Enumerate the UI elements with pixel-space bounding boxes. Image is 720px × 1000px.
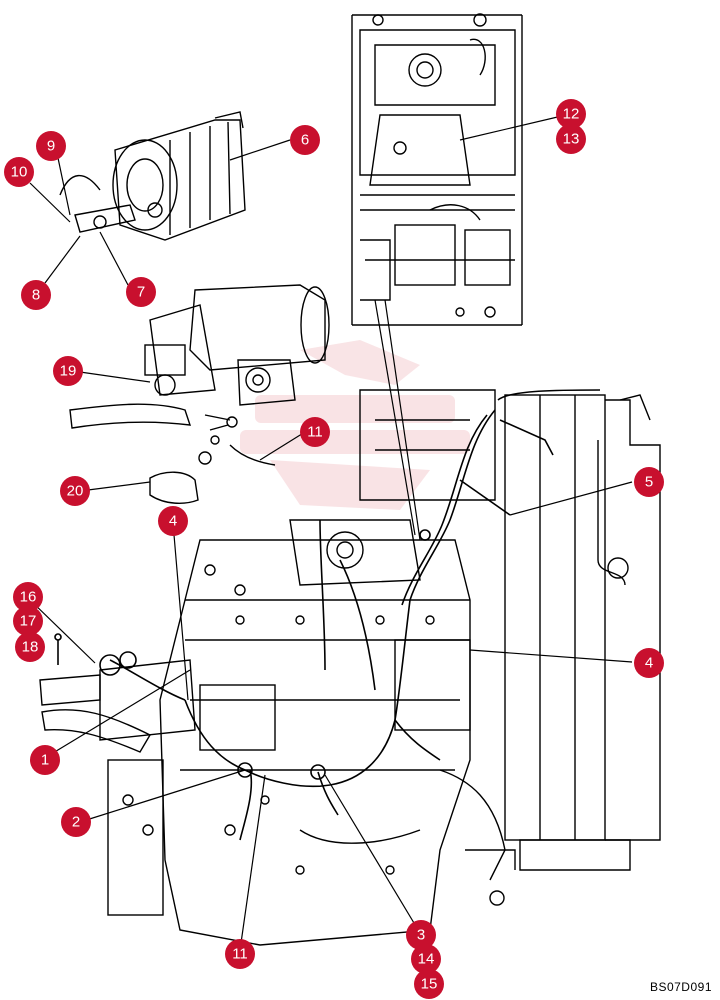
callout-number: 10: [11, 164, 28, 181]
callout-19: 19: [53, 356, 83, 386]
engine-block: [39, 389, 516, 946]
callout-number: 13: [563, 131, 580, 148]
callout-number: 11: [307, 424, 323, 441]
callout-2: 2: [61, 807, 91, 837]
callout-number: 14: [418, 951, 435, 968]
callout-number: 1: [41, 752, 49, 769]
callout-number: 9: [47, 138, 55, 155]
radiator: [504, 394, 661, 871]
callout-number: 12: [563, 106, 580, 123]
callout-number: 11: [232, 946, 248, 963]
callout-11-top: 11: [300, 417, 330, 447]
alternator: [59, 111, 246, 241]
callout-11-bottom: 11: [225, 939, 255, 969]
callout-4-right: 4: [634, 648, 664, 678]
cylinder-head-inset: [351, 13, 523, 326]
callout-number: 2: [72, 814, 80, 831]
callout-9: 9: [36, 131, 66, 161]
callout-18: 18: [15, 632, 45, 662]
callout-number: 6: [301, 132, 309, 149]
callout-number: 3: [417, 927, 425, 944]
callout-number: 16: [20, 589, 37, 606]
callout-number: 15: [421, 976, 438, 993]
wiring-harness: [54, 389, 601, 841]
callout-number: 20: [67, 483, 84, 500]
callout-5: 5: [634, 467, 664, 497]
callout-10: 10: [4, 157, 34, 187]
callout-12: 12: [556, 99, 586, 129]
callout-number: 18: [22, 639, 39, 656]
callout-13: 13: [556, 124, 586, 154]
callout-number: 17: [20, 613, 37, 630]
callout-number: 8: [32, 287, 40, 304]
callout-20: 20: [60, 476, 90, 506]
callout-number: 4: [169, 513, 177, 530]
callout-7: 7: [126, 277, 156, 307]
starter-motor: [69, 284, 330, 504]
callout-14: 14: [411, 944, 441, 974]
callout-16: 16: [13, 582, 43, 612]
watermark: [240, 340, 470, 510]
callout-1: 1: [30, 745, 60, 775]
callout-6: 6: [290, 125, 320, 155]
callout-number: 19: [60, 363, 77, 380]
callout-number: 4: [645, 655, 653, 672]
callout-number: 5: [645, 474, 653, 491]
callout-number: 7: [137, 284, 145, 301]
callout-15: 15: [414, 969, 444, 999]
callout-3: 3: [406, 920, 436, 950]
callout-4-left: 4: [158, 506, 188, 536]
leader-lines: [27, 114, 633, 951]
callout-8: 8: [21, 280, 51, 310]
reference-code: BS07D091: [649, 980, 712, 994]
callout-17: 17: [13, 606, 43, 636]
